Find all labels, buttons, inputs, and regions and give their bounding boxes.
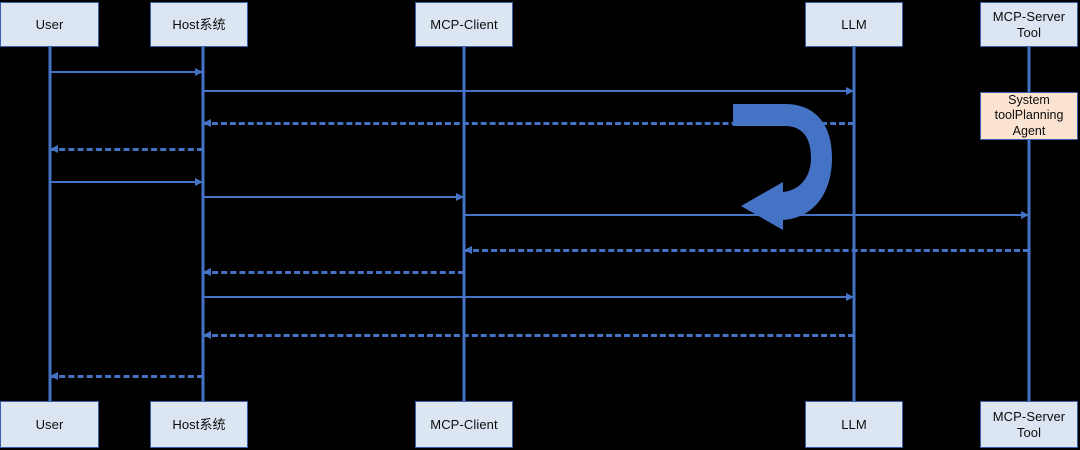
participant-host[interactable]: Host系统 (150, 2, 248, 47)
message-line-m5 (50, 181, 203, 183)
note-label: System toolPlanning Agent (994, 92, 1064, 138)
participant-label: LLM (841, 416, 867, 432)
participant-host-bottom[interactable]: Host系统 (150, 401, 248, 448)
message-arrowhead-m7 (1021, 210, 1029, 219)
lifeline-ll-mcp-server (1027, 47, 1031, 401)
message-arrowhead-m12 (50, 371, 58, 380)
participant-label: Host系统 (172, 16, 226, 32)
message-arrowhead-m11 (203, 330, 211, 339)
message-arrowhead-m10 (846, 292, 854, 301)
participant-llm[interactable]: LLM (805, 2, 903, 47)
participant-label: User (35, 416, 64, 432)
participant-label: MCP-Client (430, 16, 498, 32)
participant-user-bottom[interactable]: User (0, 401, 99, 448)
message-arrowhead-m6 (456, 192, 464, 201)
participant-label: LLM (841, 16, 867, 32)
message-arrowhead-m1 (195, 67, 203, 76)
message-line-m3 (203, 122, 854, 125)
lifeline-ll-user (48, 47, 52, 401)
message-arrowhead-m4 (50, 144, 58, 153)
message-arrowhead-m3 (203, 118, 211, 127)
participant-label: MCP-Client (430, 416, 498, 432)
note-system-tool-planning-agent: System toolPlanning Agent (980, 92, 1078, 140)
message-line-m8 (464, 249, 1029, 252)
message-arrowhead-m8 (464, 245, 472, 254)
lifeline-ll-llm (852, 47, 856, 401)
message-line-m1 (50, 71, 203, 73)
message-line-m2 (203, 90, 854, 92)
message-line-m4 (50, 148, 203, 151)
lifeline-ll-mcp-client (462, 47, 466, 401)
message-line-m9 (203, 271, 464, 274)
participant-label: User (35, 16, 64, 32)
message-arrowhead-m9 (203, 267, 211, 276)
participant-user[interactable]: User (0, 2, 99, 47)
message-line-m12 (50, 375, 203, 378)
message-arrowhead-m5 (195, 177, 203, 186)
message-arrowhead-m2 (846, 86, 854, 95)
participant-mcp-client[interactable]: MCP-Client (415, 2, 513, 47)
message-line-m6 (203, 196, 464, 198)
lifeline-ll-host (201, 47, 205, 401)
message-line-m10 (203, 296, 854, 298)
participant-llm-bottom[interactable]: LLM (805, 401, 903, 448)
message-line-m11 (203, 334, 854, 337)
participant-label: Host系统 (172, 416, 226, 432)
message-line-m7 (464, 214, 1029, 216)
participant-mcp-client-bottom[interactable]: MCP-Client (415, 401, 513, 448)
